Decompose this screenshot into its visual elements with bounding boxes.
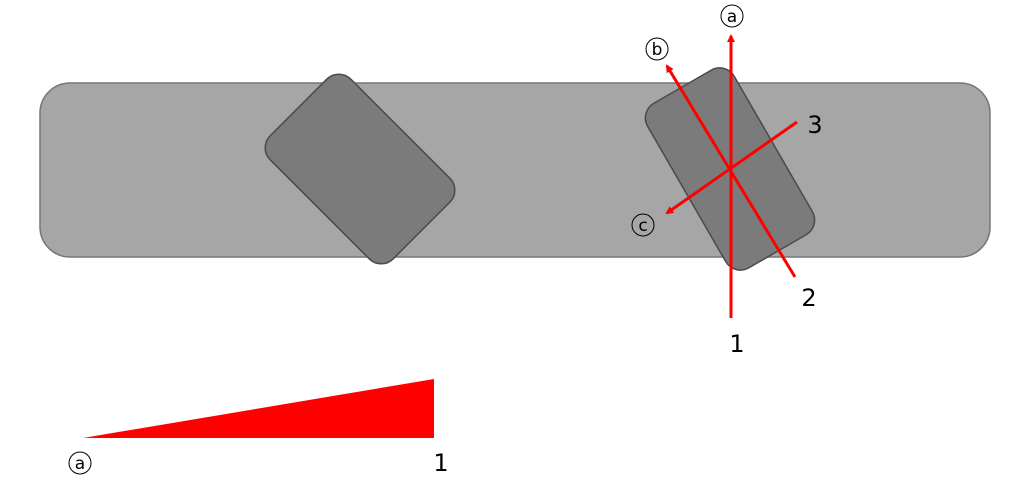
board-bar xyxy=(39,82,991,258)
axis-line-2 xyxy=(665,64,797,278)
circled-a-top-text: a xyxy=(727,7,737,27)
axis-2-label: 2 xyxy=(801,284,816,312)
axis-line-3 xyxy=(665,120,798,215)
circled-label-c: c xyxy=(631,213,655,237)
circled-b-text: b xyxy=(652,40,663,60)
circled-label-b: b xyxy=(645,37,669,61)
wedge-right-label: 1 xyxy=(433,449,448,477)
circled-label-a-bottom: a xyxy=(68,451,92,475)
axis-3-label: 3 xyxy=(807,111,822,139)
circled-a-bottom-text: a xyxy=(75,454,85,474)
left-block xyxy=(264,73,456,265)
circled-label-a-top: a xyxy=(720,4,744,28)
circled-c-text: c xyxy=(638,216,647,236)
axis-1-label: 1 xyxy=(729,330,744,358)
red-wedge xyxy=(83,379,434,438)
